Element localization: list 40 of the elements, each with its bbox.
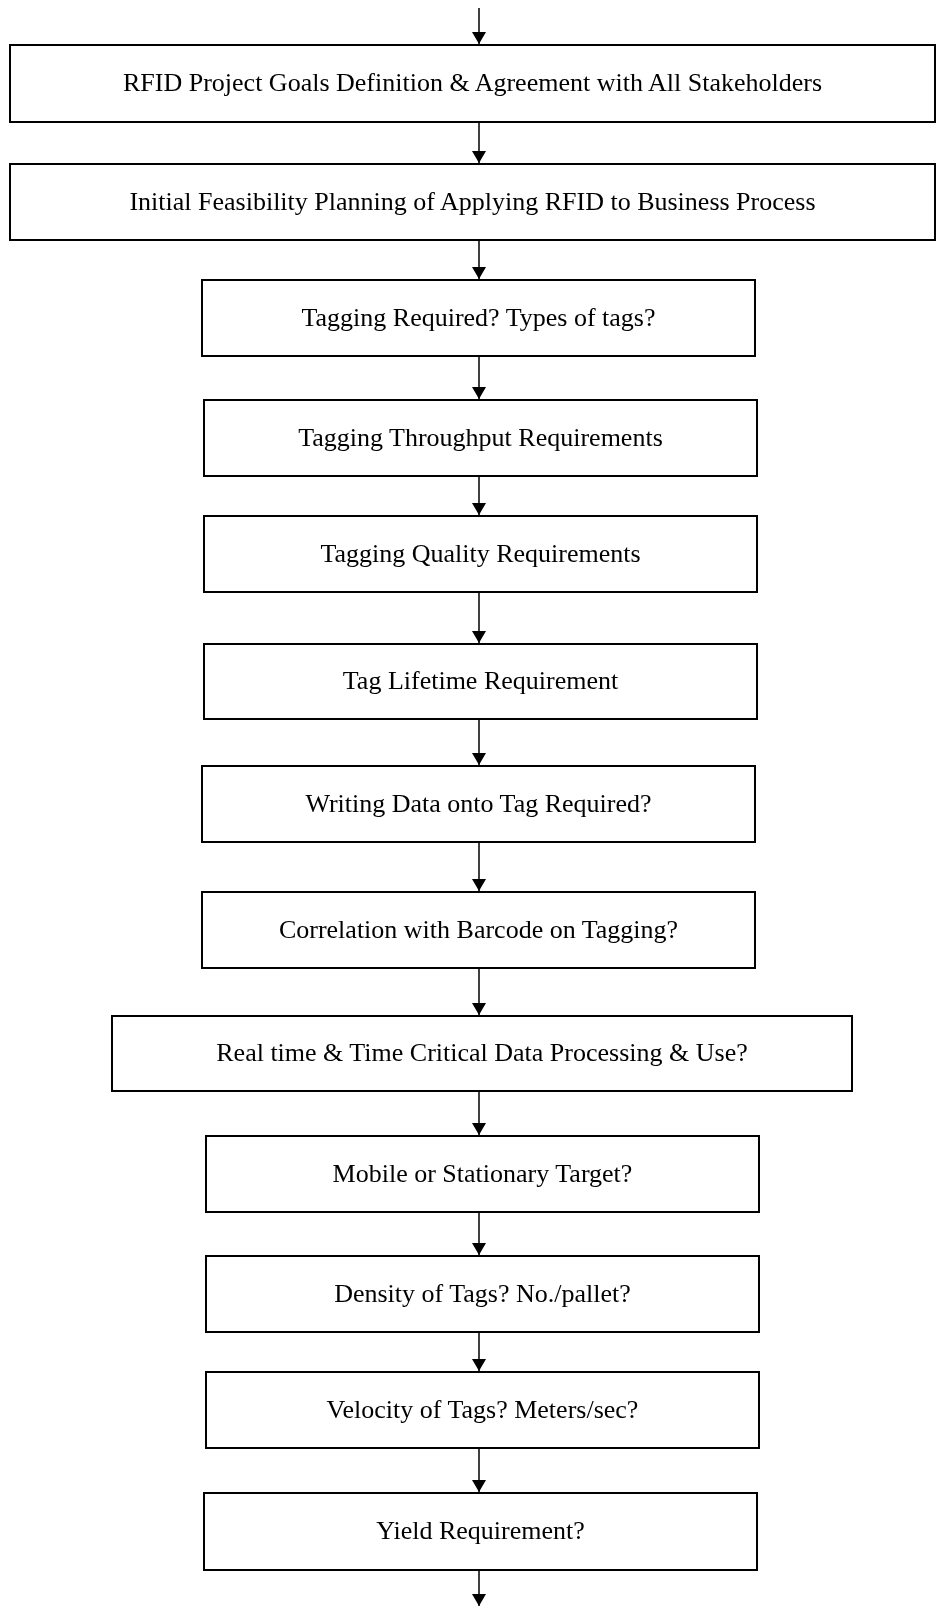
arrow: [472, 1212, 486, 1256]
step-label: Tagging Quality Requirements: [320, 537, 641, 570]
step-label: Writing Data onto Tag Required?: [305, 787, 652, 820]
step-label: Density of Tags? No./pallet?: [334, 1277, 631, 1310]
process-box: [205, 1371, 760, 1449]
arrow: [472, 842, 486, 892]
process-box: [9, 163, 936, 241]
step-label: Tagging Throughput Requirements: [298, 421, 663, 454]
arrow: [472, 476, 486, 516]
step-label: Real time & Time Critical Data Processing & Use?: [216, 1037, 748, 1070]
arrow: [472, 1332, 486, 1372]
process-box: [111, 1015, 853, 1092]
process-box: [203, 643, 758, 720]
process-box: [203, 399, 758, 477]
process-box: [201, 765, 756, 843]
arrow: [472, 356, 486, 400]
arrow: [472, 1091, 486, 1136]
arrow: [472, 719, 486, 766]
step-label: Yield Requirement?: [376, 1515, 585, 1548]
process-box: [201, 279, 756, 357]
step-label: Initial Feasibility Planning of Applying RFID to Business Process: [129, 185, 816, 218]
step-label: Mobile or Stationary Target?: [332, 1157, 633, 1190]
process-box: [205, 1135, 760, 1213]
arrow: [472, 122, 486, 164]
step-label: Tag Lifetime Requirement: [342, 665, 619, 698]
arrow: [472, 7, 486, 45]
process-box: [201, 891, 756, 969]
process-box: [203, 515, 758, 593]
step-label: RFID Project Goals Definition & Agreement with All Stakeholders: [123, 67, 822, 100]
step-label: Tagging Required? Types of tags?: [301, 301, 656, 334]
arrow: [472, 1448, 486, 1493]
arrow: [472, 592, 486, 644]
process-box: [205, 1255, 760, 1333]
arrow: [472, 1570, 486, 1607]
arrow: [472, 240, 486, 280]
step-label: Correlation with Barcode on Tagging?: [278, 913, 679, 946]
process-box: [203, 1492, 758, 1571]
step-label: Velocity of Tags? Meters/sec?: [326, 1393, 639, 1426]
process-box: [9, 44, 936, 123]
arrow: [472, 968, 486, 1016]
